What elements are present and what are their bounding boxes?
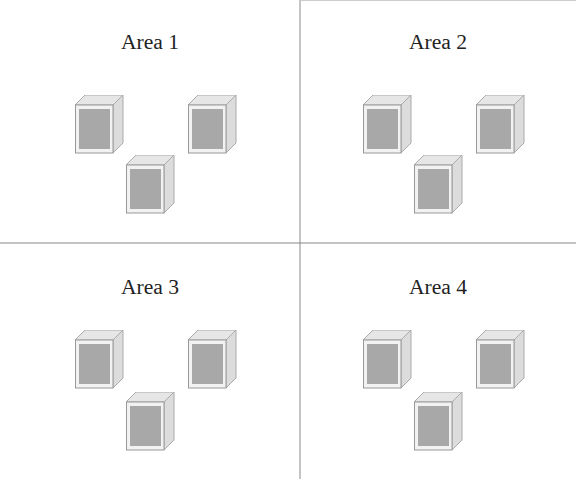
cube	[476, 330, 524, 388]
cube	[126, 392, 174, 450]
area-label: Area 4	[300, 275, 576, 300]
cube	[75, 95, 123, 153]
area-label: Area 2	[300, 30, 576, 55]
cube	[414, 392, 462, 450]
cube	[476, 95, 524, 153]
cube	[188, 95, 236, 153]
area-region: Area 2	[300, 0, 576, 243]
area-label: Area 3	[0, 275, 300, 300]
divider-line	[300, 0, 301, 479]
cube	[126, 155, 174, 213]
cube	[363, 330, 411, 388]
cube	[75, 330, 123, 388]
border-line	[300, 0, 576, 1]
cube	[363, 95, 411, 153]
area-region: Area 4	[300, 243, 576, 479]
area-region: Area 3	[0, 243, 300, 479]
area-region: Area 1	[0, 0, 300, 243]
divider-line	[0, 243, 576, 244]
cube	[188, 330, 236, 388]
area-label: Area 1	[0, 30, 300, 55]
cube	[414, 155, 462, 213]
